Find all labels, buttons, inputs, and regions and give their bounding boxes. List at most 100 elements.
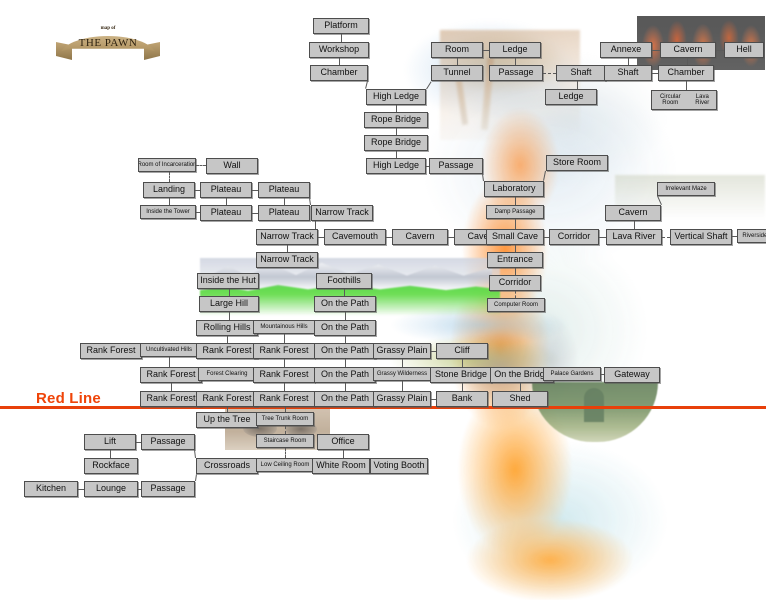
room-node-rank-forest-2[interactable]: Rank Forest (253, 343, 315, 359)
room-node-large-hill[interactable]: Large Hill (199, 296, 259, 312)
connector-cavern-hell-to-hell (716, 50, 724, 51)
room-node-passage-lab[interactable]: Passage (429, 158, 483, 174)
room-node-chamber-hell[interactable]: Chamber (658, 65, 714, 81)
room-node-platform[interactable]: Platform (313, 18, 369, 34)
room-node-irrelevant-maze[interactable]: Irrelevant Maze (657, 182, 715, 196)
room-node-high-ledge-1[interactable]: High Ledge (366, 89, 426, 105)
room-node-inside-the-hut[interactable]: Inside the Hut (197, 273, 259, 289)
room-node-rank-forest-far[interactable]: Rank Forest (80, 343, 142, 359)
room-node-rolling-hills[interactable]: Rolling Hills (196, 320, 258, 336)
room-node-rank-forest-3[interactable]: Rank Forest (140, 367, 202, 383)
room-node-rockface[interactable]: Rockface (84, 458, 138, 474)
room-node-riverside-chamber[interactable]: Riverside Chamber (737, 229, 766, 243)
room-node-passage-lounge[interactable]: Passage (141, 481, 195, 497)
room-node-on-the-bridge[interactable]: On the Bridge (490, 367, 554, 383)
room-node-landing[interactable]: Landing (143, 182, 195, 198)
room-node-rank-forest-7[interactable]: Rank Forest (253, 391, 315, 407)
room-node-lift[interactable]: Lift (84, 434, 136, 450)
room-node-passage-top[interactable]: Passage (489, 65, 543, 81)
room-node-shed[interactable]: Shed (492, 391, 548, 407)
room-node-cavern-maze[interactable]: Cavern (605, 205, 661, 221)
room-node-corridor-lava[interactable]: Corridor (549, 229, 599, 245)
room-node-wall[interactable]: Wall (206, 158, 258, 174)
room-node-narrow-track-1[interactable]: Narrow Track (311, 205, 373, 221)
room-node-store-room[interactable]: Store Room (546, 155, 608, 171)
room-node-plateau-2[interactable]: Plateau (258, 182, 310, 198)
room-node-rank-forest-4[interactable]: Rank Forest (253, 367, 315, 383)
room-node-room[interactable]: Room (431, 42, 483, 58)
connector-small-cave-to-corridor-lava (544, 237, 549, 238)
room-node-gateway[interactable]: Gateway (604, 367, 660, 383)
room-node-cavemouth[interactable]: Cavemouth (324, 229, 386, 245)
room-node-room-incarceration[interactable]: Room of Incarceration (138, 158, 196, 172)
room-node-small-cave[interactable]: Small Cave (486, 229, 544, 245)
room-node-low-ceiling-room[interactable]: Low Ceiling Room (256, 458, 314, 472)
room-node-rope-bridge-1[interactable]: Rope Bridge (364, 112, 428, 128)
room-node-forest-clearing[interactable]: Forest Clearing (198, 367, 256, 381)
room-node-inside-the-tower[interactable]: Inside the Tower (140, 205, 196, 219)
room-node-up-the-tree[interactable]: Up the Tree (196, 412, 258, 428)
room-node-hell[interactable]: Hell (724, 42, 764, 58)
room-node-corridor-2[interactable]: Corridor (489, 275, 541, 291)
room-node-cavern-a[interactable]: Cavern (392, 229, 448, 245)
room-node-on-the-path-4[interactable]: On the Path (314, 367, 376, 383)
room-node-tunnel[interactable]: Tunnel (431, 65, 483, 81)
connector-landing-to-plateau-1 (195, 190, 200, 191)
room-node-rank-forest-1[interactable]: Rank Forest (196, 343, 258, 359)
room-node-voting-booth[interactable]: Voting Booth (370, 458, 428, 474)
room-node-on-the-path-1[interactable]: On the Path (314, 296, 376, 312)
room-node-passage-lift[interactable]: Passage (141, 434, 195, 450)
room-node-ledge-top[interactable]: Ledge (489, 42, 541, 58)
room-node-on-the-path-2[interactable]: On the Path (314, 320, 376, 336)
room-node-grassy-plain-2[interactable]: Grassy Plain (373, 391, 431, 407)
room-node-narrow-track-2[interactable]: Narrow Track (256, 229, 318, 245)
room-node-shaft-2[interactable]: Shaft (604, 65, 652, 81)
room-node-rope-bridge-2[interactable]: Rope Bridge (364, 135, 428, 151)
room-node-entrance[interactable]: Entrance (487, 252, 543, 268)
connector-room-incarceration-to-landing (169, 172, 170, 182)
connector-high-ledge-1-to-tunnel (426, 81, 432, 90)
connector-small-cave-to-entrance (515, 245, 516, 252)
room-node-damp-passage[interactable]: Damp Passage (486, 205, 544, 219)
room-node-white-room[interactable]: White Room (312, 458, 370, 474)
connector-tree-trunk-room-to-staircase-room (285, 426, 286, 434)
room-node-tree-trunk-room[interactable]: Tree Trunk Room (256, 412, 314, 426)
room-node-cliff[interactable]: Cliff (436, 343, 488, 359)
room-node-staircase-room[interactable]: Staircase Room (256, 434, 314, 448)
room-node-grassy-wilderness[interactable]: Grassy Wilderness (373, 367, 431, 381)
room-node-high-ledge-2[interactable]: High Ledge (366, 158, 426, 174)
room-node-kitchen[interactable]: Kitchen (24, 481, 78, 497)
room-node-office[interactable]: Office (317, 434, 369, 450)
room-node-palace-gardens[interactable]: Palace Gardens (543, 367, 601, 381)
room-node-vertical-shaft[interactable]: Vertical Shaft (670, 229, 732, 245)
connector-palace-gardens-to-gateway (601, 374, 604, 375)
room-node-rank-forest-6[interactable]: Rank Forest (196, 391, 258, 407)
room-node-cavern-hell[interactable]: Cavern (660, 42, 716, 58)
room-node-mountainous-hills[interactable]: Mountainous Hills (253, 320, 315, 334)
room-node-workshop[interactable]: Workshop (309, 42, 369, 58)
room-node-lounge[interactable]: Lounge (84, 481, 138, 497)
room-node-rank-forest-5[interactable]: Rank Forest (140, 391, 202, 407)
connector-workshop-to-chamber-top (339, 58, 340, 65)
room-node-chamber-top[interactable]: Chamber (310, 65, 368, 81)
room-node-plateau-3[interactable]: Plateau (200, 205, 252, 221)
room-node-crossroads[interactable]: Crossroads (196, 458, 258, 474)
room-node-grassy-plain-1[interactable]: Grassy Plain (373, 343, 431, 359)
room-node-annexe[interactable]: Annexe (600, 42, 652, 58)
room-node-ledge-lower[interactable]: Ledge (545, 89, 597, 105)
room-node-plateau-4[interactable]: Plateau (258, 205, 310, 221)
room-node-plateau-1[interactable]: Plateau (200, 182, 252, 198)
room-node-laboratory[interactable]: Laboratory (484, 181, 544, 197)
room-node-shaft-1[interactable]: Shaft (556, 65, 606, 81)
room-node-narrow-track-3[interactable]: Narrow Track (256, 252, 318, 268)
room-node-on-the-path-5[interactable]: On the Path (314, 391, 376, 407)
room-node-foothills[interactable]: Foothills (316, 273, 372, 289)
connector-on-the-path-1-to-on-the-path-2 (345, 312, 346, 320)
room-node-uncultivated-hills[interactable]: Uncultivated Hills (140, 343, 198, 357)
room-node-computer-room[interactable]: Computer Room (487, 298, 545, 312)
room-node-on-the-path-3[interactable]: On the Path (314, 343, 376, 359)
room-node-lava-river[interactable]: Lava River (606, 229, 662, 245)
room-node-bank[interactable]: Bank (436, 391, 488, 407)
room-node-stone-bridge[interactable]: Stone Bridge (430, 367, 492, 383)
